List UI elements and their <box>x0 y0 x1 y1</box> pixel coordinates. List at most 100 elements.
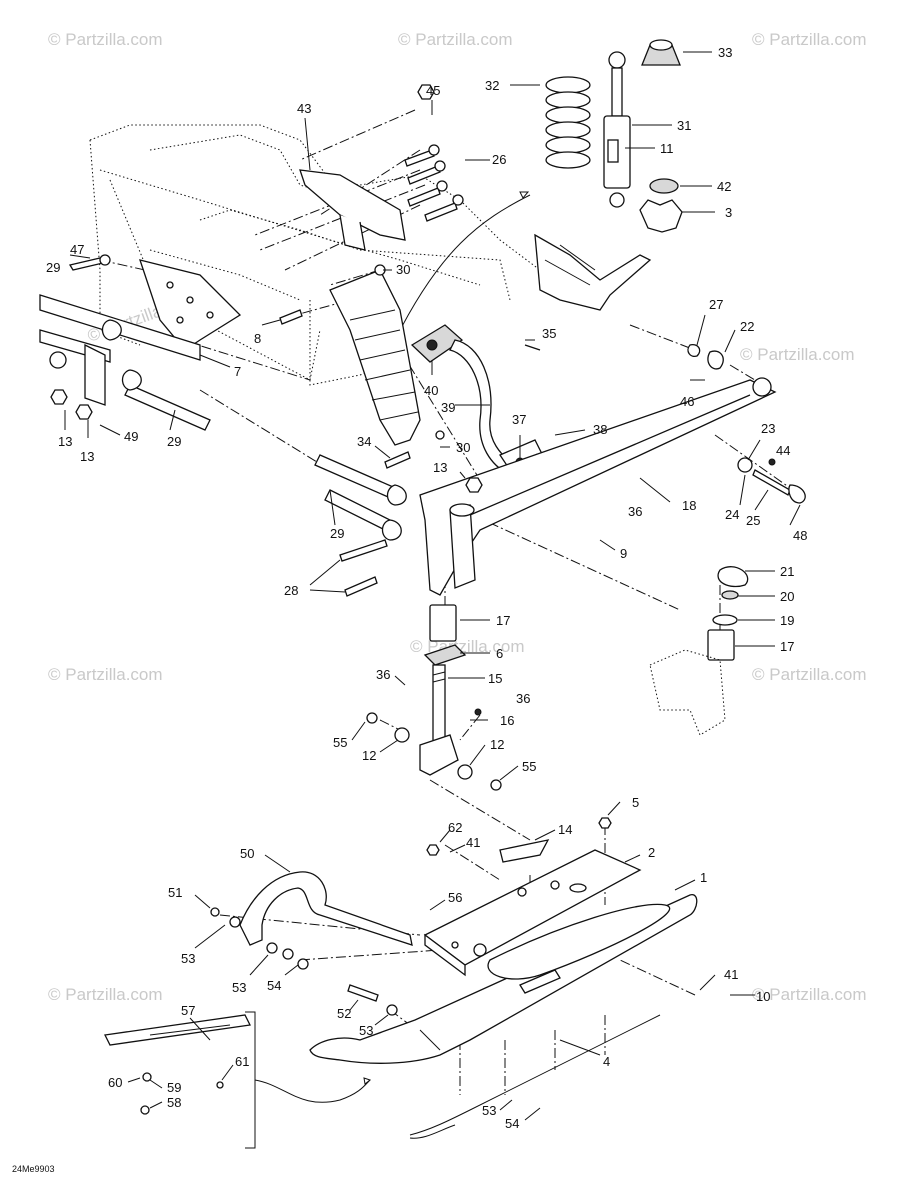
lower-a-arm <box>314 344 777 597</box>
callout-35: 35 <box>542 326 556 341</box>
callout-14: 14 <box>558 822 572 837</box>
callout-19: 19 <box>780 613 794 628</box>
watermark-text: © Partzilla.com <box>740 345 855 364</box>
callout-25: 25 <box>746 513 760 528</box>
callout-31: 31 <box>677 118 691 133</box>
callout-53: 53 <box>482 1103 496 1118</box>
callout-42: 42 <box>717 179 731 194</box>
callout-28: 28 <box>284 583 298 598</box>
callout-41: 41 <box>724 967 738 982</box>
ski <box>309 894 698 1139</box>
callout-26: 26 <box>492 152 506 167</box>
callout-55: 55 <box>522 759 536 774</box>
watermark-text: © Partzilla.com <box>752 985 867 1004</box>
callout-41: 41 <box>466 835 480 850</box>
callout-54: 54 <box>505 1116 519 1131</box>
callout-51: 51 <box>168 885 182 900</box>
watermark-text: © Partzilla.com <box>398 30 513 49</box>
callout-29: 29 <box>46 260 60 275</box>
callout-13: 13 <box>58 434 72 449</box>
callout-62: 62 <box>448 820 462 835</box>
left-mount-assembly <box>39 254 303 431</box>
coil-spring <box>545 76 591 169</box>
callout-53: 53 <box>232 980 246 995</box>
shock-absorber-assembly <box>545 39 683 233</box>
ski-handle <box>210 871 413 1016</box>
watermark-text: © Partzilla.com <box>752 30 867 49</box>
callout-10: 10 <box>756 989 770 1004</box>
callout-16: 16 <box>500 713 514 728</box>
callout-23: 23 <box>761 421 775 436</box>
callout-30: 30 <box>396 262 410 277</box>
callout-46: 46 <box>680 394 694 409</box>
callout-27: 27 <box>709 297 723 312</box>
callout-17: 17 <box>780 639 794 654</box>
watermark-text: © Partzilla.com <box>752 665 867 684</box>
callout-12: 12 <box>362 748 376 763</box>
callout-56: 56 <box>448 890 462 905</box>
callout-39: 39 <box>441 400 455 415</box>
callout-15: 15 <box>488 671 502 686</box>
callout-18: 18 <box>682 498 696 513</box>
callout-55: 55 <box>333 735 347 750</box>
callout-32: 32 <box>485 78 499 93</box>
callout-57: 57 <box>181 1003 195 1018</box>
callout-2: 2 <box>648 845 655 860</box>
callout-36: 36 <box>628 504 642 519</box>
callout-52: 52 <box>337 1006 351 1021</box>
callout-60: 60 <box>108 1075 122 1090</box>
callout-13: 13 <box>80 449 94 464</box>
watermark-text: © Partzilla.com <box>48 985 163 1004</box>
callout-29: 29 <box>330 526 344 541</box>
callout-7: 7 <box>234 364 241 379</box>
upper-bracket <box>299 84 464 251</box>
callout-59: 59 <box>167 1080 181 1095</box>
callout-49: 49 <box>124 429 138 444</box>
runner-inset <box>104 1011 372 1149</box>
callout-38: 38 <box>593 422 607 437</box>
right-hardware <box>737 457 806 504</box>
upper-control-arm-sketch <box>534 233 724 370</box>
callout-44: 44 <box>776 443 790 458</box>
callout-48: 48 <box>793 528 807 543</box>
callout-21: 21 <box>780 564 794 579</box>
ski-leg <box>423 817 642 977</box>
callout-20: 20 <box>780 589 794 604</box>
callout-45: 45 <box>426 83 440 98</box>
steering-bellows <box>329 264 421 446</box>
callout-54: 54 <box>267 978 281 993</box>
callout-labels: 33 32 31 11 42 3 45 43 26 47 29 30 8 7 2… <box>46 45 807 1131</box>
callout-37: 37 <box>512 412 526 427</box>
callout-29: 29 <box>167 434 181 449</box>
callout-9: 9 <box>620 546 627 561</box>
callout-50: 50 <box>240 846 254 861</box>
callout-17: 17 <box>496 613 510 628</box>
shock-body <box>603 51 631 208</box>
callout-58: 58 <box>167 1095 181 1110</box>
watermark-text: © Partzilla.com <box>48 30 163 49</box>
callout-12: 12 <box>490 737 504 752</box>
callout-34: 34 <box>357 434 371 449</box>
right-knuckle-assembly <box>649 566 749 736</box>
callout-24: 24 <box>725 507 739 522</box>
callout-30: 30 <box>456 440 470 455</box>
callout-1: 1 <box>700 870 707 885</box>
callout-33: 33 <box>718 45 732 60</box>
diagram-code: 24Me9903 <box>12 1164 55 1174</box>
callout-8: 8 <box>254 331 261 346</box>
callout-36: 36 <box>516 691 530 706</box>
leader-lines <box>64 51 801 1121</box>
watermark-text: © Partzilla.com <box>48 665 163 684</box>
callout-40: 40 <box>424 383 438 398</box>
callout-3: 3 <box>725 205 732 220</box>
callout-13: 13 <box>433 460 447 475</box>
spindle-assembly <box>366 604 502 791</box>
callout-47: 47 <box>70 242 84 257</box>
callout-11: 11 <box>660 141 674 156</box>
callout-53: 53 <box>181 951 195 966</box>
callout-53: 53 <box>359 1023 373 1038</box>
bolts-26 <box>404 144 464 222</box>
callout-22: 22 <box>740 319 754 334</box>
callout-4: 4 <box>603 1054 610 1069</box>
